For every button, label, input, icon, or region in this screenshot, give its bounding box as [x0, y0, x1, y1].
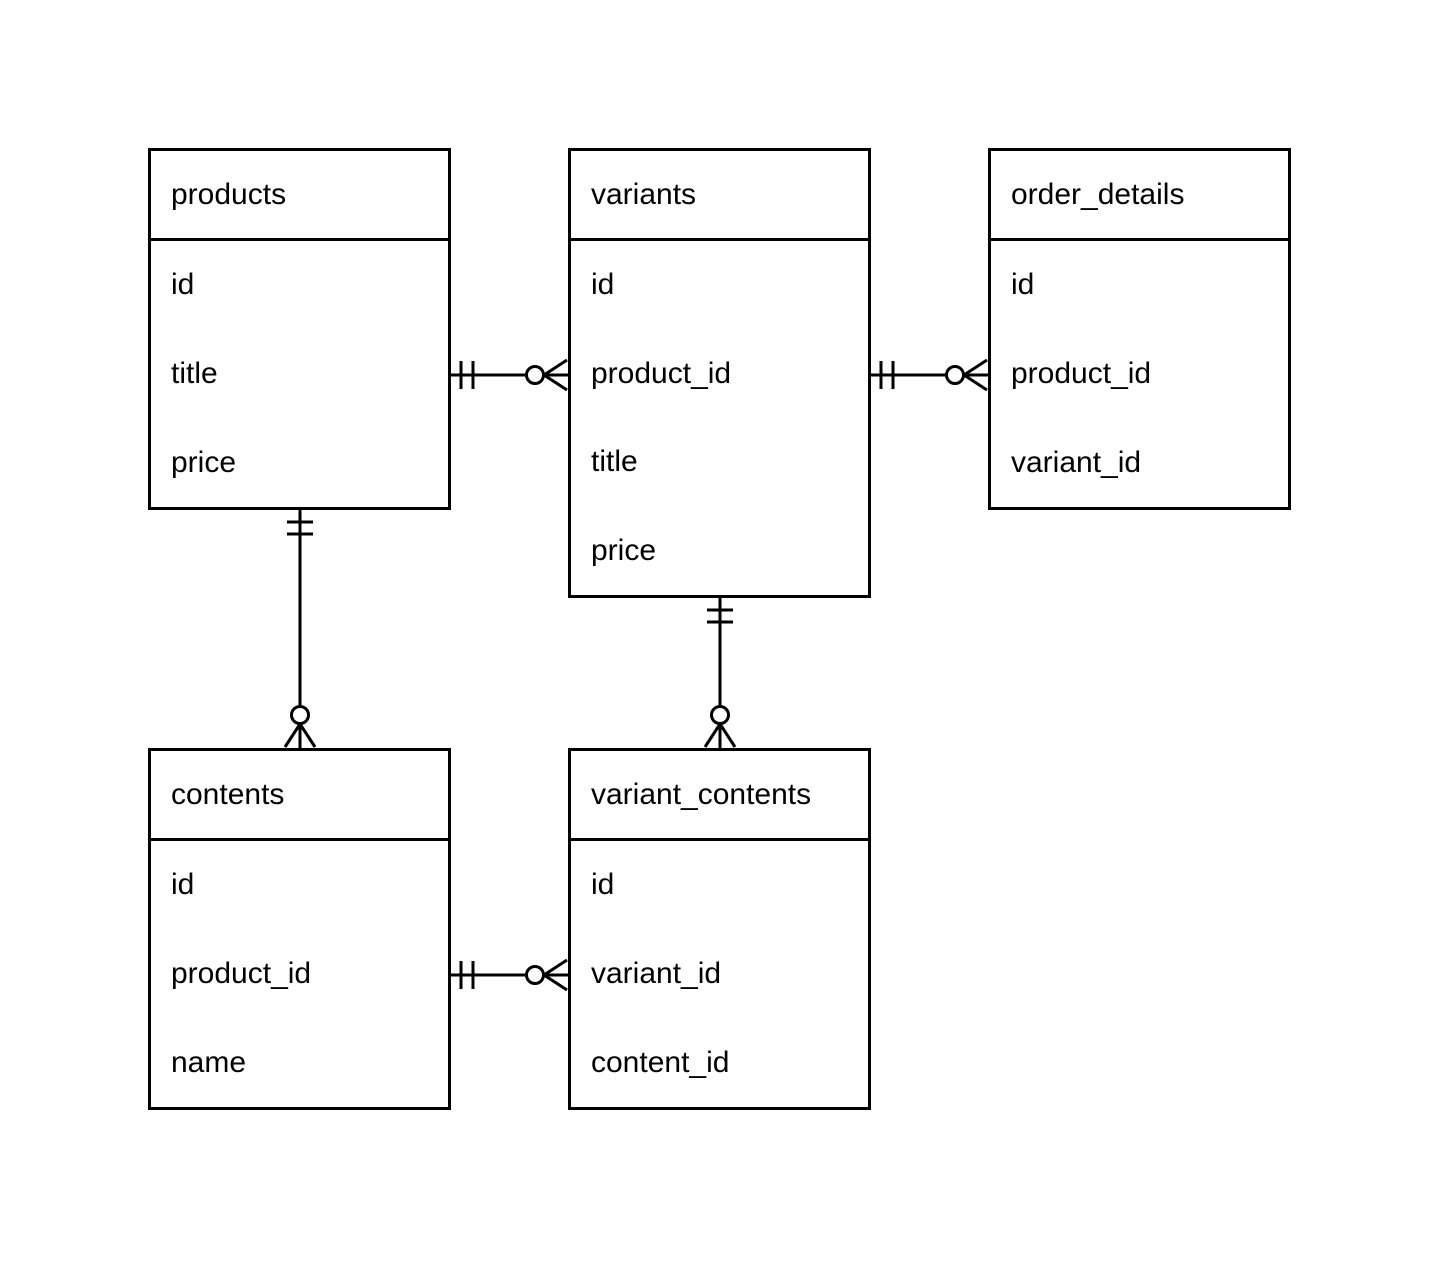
- table-products-name: products: [151, 151, 448, 241]
- table-variant-contents-name: variant_contents: [571, 751, 868, 841]
- table-order-details-name: order_details: [991, 151, 1288, 241]
- table-order-details-field-id: id: [1011, 268, 1035, 302]
- table-variants-fields: id product_id title price: [571, 241, 868, 595]
- table-variants-field-product-id: product_id: [591, 356, 732, 390]
- table-variants: variants id product_id title price: [568, 148, 871, 598]
- table-products-field-price: price: [171, 445, 237, 479]
- zero-circle: [525, 365, 545, 385]
- table-products-field-title: title: [171, 357, 218, 390]
- table-order-details-field-variant-id: variant_id: [1011, 445, 1142, 479]
- zero-circle: [945, 365, 965, 385]
- table-products: products id title price: [148, 148, 451, 510]
- table-variants-field-price: price: [591, 533, 657, 567]
- table-variants-field-id: id: [591, 268, 615, 302]
- table-variants-field-title: title: [591, 445, 638, 479]
- zero-circle: [525, 965, 545, 985]
- relationship-variants-order-details: [871, 358, 988, 392]
- crow-foot-prong: [703, 723, 722, 748]
- table-order-details: order_details id product_id variant_id: [988, 148, 1291, 510]
- table-contents-field-name: name: [171, 1045, 247, 1079]
- crow-foot-prong: [298, 723, 317, 748]
- table-contents-fields: id product_id name: [151, 841, 448, 1107]
- zero-circle: [710, 705, 730, 725]
- table-order-details-fields: id product_id variant_id: [991, 241, 1288, 507]
- table-variant-contents-fields: id variant_id content_id: [571, 841, 868, 1107]
- relationship-products-variants: [451, 358, 568, 392]
- relationship-variants-variant-contents: [703, 598, 737, 748]
- table-contents-field-product-id: product_id: [171, 957, 312, 990]
- relationship-products-contents: [283, 510, 317, 748]
- relationship-contents-variant-contents: [451, 958, 568, 992]
- table-contents: contents id product_id name: [148, 748, 451, 1110]
- crow-foot-prong: [283, 723, 302, 748]
- crow-foot-prong: [543, 958, 568, 977]
- crow-foot-prong: [963, 373, 988, 392]
- crow-foot-prong: [543, 973, 568, 992]
- table-variant-contents: variant_contents id variant_id content_i…: [568, 748, 871, 1110]
- table-variant-contents-field-variant-id: variant_id: [591, 957, 722, 990]
- crow-foot-prong: [543, 373, 568, 392]
- table-variant-contents-field-content-id: content_id: [591, 1045, 730, 1079]
- table-products-field-id: id: [171, 268, 195, 302]
- table-variant-contents-field-id: id: [591, 868, 615, 902]
- crow-foot-prong: [718, 723, 737, 748]
- table-order-details-field-product-id: product_id: [1011, 357, 1152, 390]
- table-contents-name: contents: [151, 751, 448, 841]
- crow-foot-prong: [963, 358, 988, 377]
- table-contents-field-id: id: [171, 868, 195, 902]
- table-products-fields: id title price: [151, 241, 448, 507]
- zero-circle: [290, 705, 310, 725]
- crow-foot-prong: [543, 358, 568, 377]
- table-variants-name: variants: [571, 151, 868, 241]
